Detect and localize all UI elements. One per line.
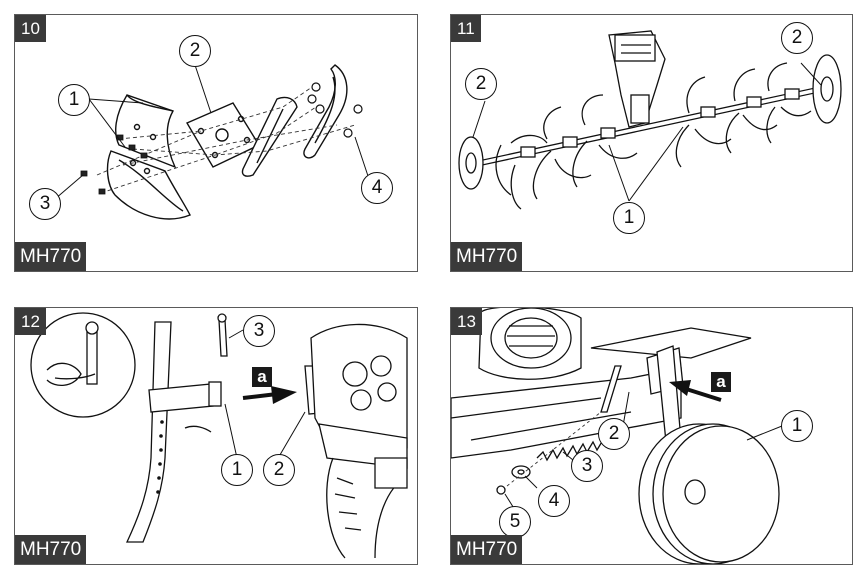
callout-hitch: 2 [263, 454, 295, 486]
callout-tine-blade: 1 [58, 84, 90, 116]
figure-number: 12 [15, 308, 46, 335]
figure-10: 10 1 2 3 4 MH770 [14, 14, 418, 272]
callout-lock-pin: 3 [243, 315, 275, 347]
callout-tine-assembly: 1 [613, 202, 645, 234]
callout-side-disc-left: 2 [465, 68, 497, 100]
figure-number: 11 [451, 15, 481, 42]
direction-arrow-label: a [252, 367, 272, 387]
callout-washer: 4 [538, 485, 570, 517]
callout-mounting-plate: 2 [179, 35, 211, 67]
figure-13: 13 1 2 3 4 5 a MH770 [450, 307, 853, 565]
callout-nut: 4 [361, 172, 393, 204]
callout-pin: 2 [598, 418, 630, 450]
model-label: MH770 [15, 535, 87, 564]
model-label: MH770 [15, 242, 87, 271]
transport-wheel-installation-illustration [451, 308, 788, 564]
callout-bolt: 3 [29, 188, 61, 220]
tine-assembly-exploded-illustration [54, 64, 372, 220]
tiller-tine-shaft-illustration [458, 30, 842, 210]
callout-depth-bar-bracket: 1 [221, 454, 253, 486]
callout-wheel: 1 [781, 410, 813, 442]
direction-arrow-label: a [711, 372, 731, 392]
figure-12: 12 3 1 2 a MH770 [14, 307, 418, 565]
model-label: MH770 [451, 242, 523, 271]
callout-nut: 5 [499, 506, 531, 538]
callout-spring: 3 [571, 450, 603, 482]
depth-bar-installation-illustration [30, 312, 408, 559]
figure-number: 10 [15, 15, 46, 42]
model-label: MH770 [451, 535, 523, 564]
callout-side-disc-right: 2 [781, 22, 813, 54]
figure-number: 13 [451, 308, 482, 335]
figure-11: 11 2 2 1 MH770 [450, 14, 853, 272]
